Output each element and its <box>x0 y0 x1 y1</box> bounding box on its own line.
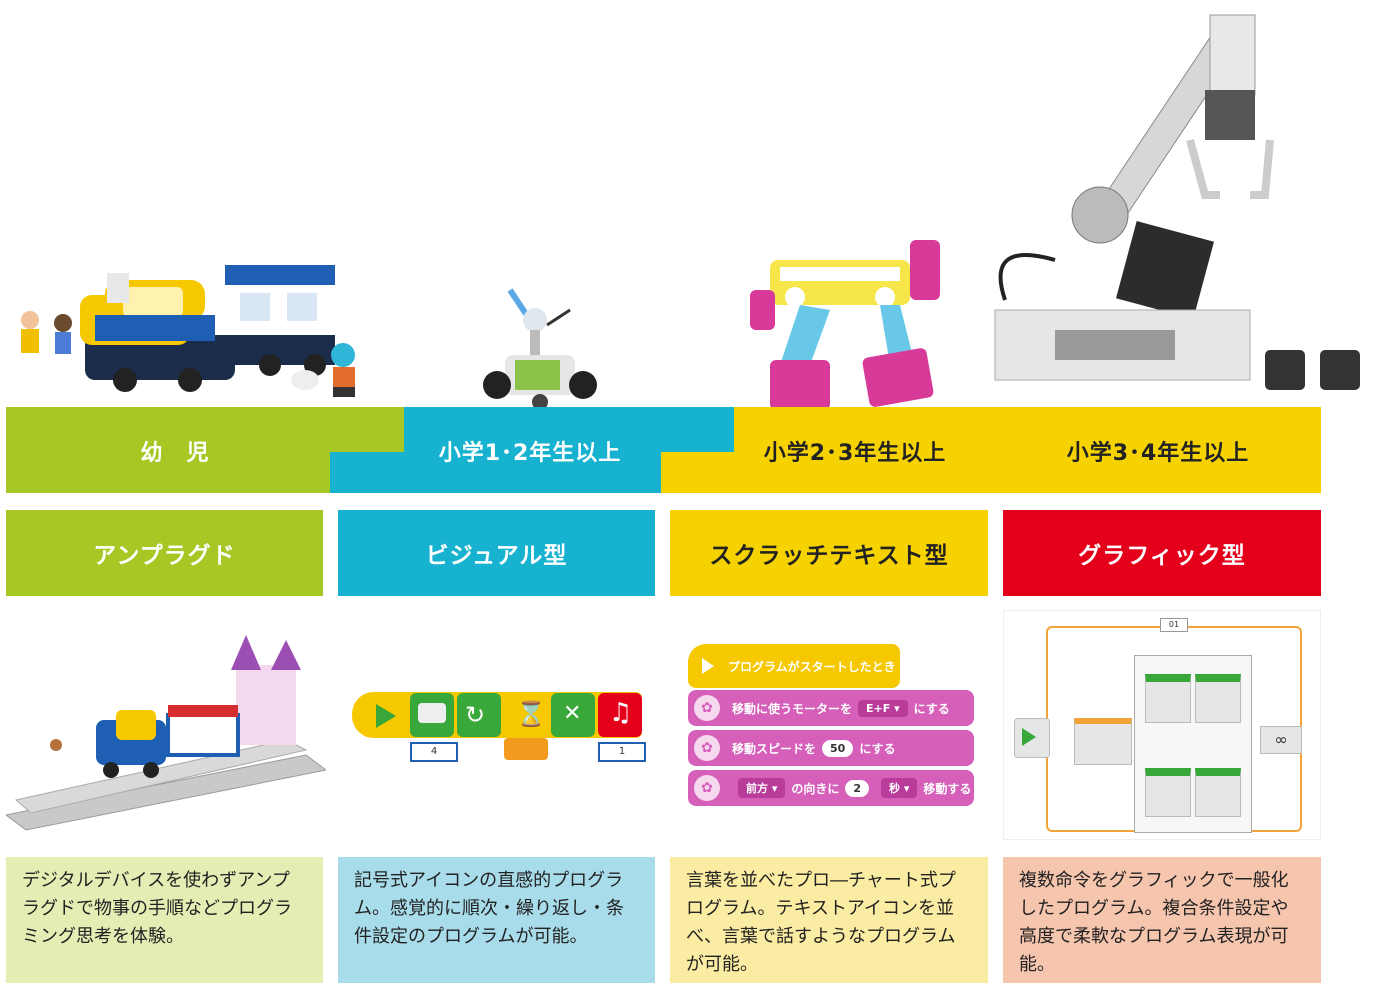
wedo-robot-illustration <box>483 288 597 410</box>
scratch-block-speed[interactable]: ✿ 移動スピードを 50 にする <box>688 730 974 766</box>
spike-robot-illustration <box>750 240 940 410</box>
motor-block-bottom-a <box>1145 768 1191 817</box>
block-text: 移動スピードを <box>732 741 817 756</box>
start-block-label: プログラムがスタートしたとき <box>728 659 896 674</box>
motor-icon <box>418 703 446 723</box>
motor-icon: ✿ <box>694 775 720 801</box>
motor-power-input[interactable]: 4 <box>410 742 458 762</box>
level-label-grade2-3: 小学2･3年生以上 <box>763 441 947 466</box>
type-graphic: グラフィック型 <box>1003 510 1321 596</box>
motor-direction-block <box>457 693 501 737</box>
sound-block <box>598 693 642 737</box>
speed-input[interactable]: 50 <box>822 739 854 757</box>
block-text: 移動に使うモーターを <box>732 701 853 716</box>
motor-block-bottom-b <box>1195 768 1241 817</box>
level-label-grade1-2: 小学1･2年生以上 <box>438 441 622 466</box>
motor-block-top-a <box>1145 674 1191 723</box>
level-step-grade2-3 <box>734 407 1321 493</box>
sensor-input[interactable] <box>504 738 548 760</box>
unit-dropdown[interactable]: 秒 ▾ <box>881 778 918 798</box>
wait-block <box>504 693 548 737</box>
rotate-icon: ↻ <box>465 701 486 729</box>
description-graphic: 複数命令をグラフィックで一般化したプログラム。複合条件設定や高度で柔軟なプログラ… <box>1003 857 1321 983</box>
play-icon <box>702 658 714 674</box>
scratch-block-motor-select[interactable]: ✿ 移動に使うモーターを E+F ▾ にする <box>688 690 974 726</box>
direction-dropdown[interactable]: 前方 ▾ <box>738 778 786 798</box>
play-icon <box>1022 728 1036 746</box>
music-note-icon: ♫ <box>609 698 633 728</box>
duplo-train-illustration <box>21 265 335 392</box>
loop-end-block: ∞ <box>1260 726 1302 754</box>
motor-port-dropdown[interactable]: E+F ▾ <box>858 699 908 717</box>
sound-number-input[interactable]: 1 <box>598 742 646 762</box>
block-text: 移動する <box>923 781 972 796</box>
motor-icon: ✿ <box>694 695 720 721</box>
type-visual: ビジュアル型 <box>338 510 655 596</box>
scratch-block-move[interactable]: ✿ 前方 ▾ の向きに 2 秒 ▾ 移動する <box>688 770 974 806</box>
description-visual: 記号式アイコンの直感的プログラム。感覚的に順次・繰り返し・条件設定のプログラムが… <box>338 857 655 983</box>
graphic-sensor-block <box>1074 718 1132 765</box>
play-icon <box>376 704 396 728</box>
level-label-preschool: 幼 児 <box>140 441 210 466</box>
motor-stop-block <box>551 693 595 737</box>
hourglass-icon: ⌛ <box>516 700 546 728</box>
motor-block-top-b <box>1195 674 1241 723</box>
block-text: にする <box>913 701 950 716</box>
duplo-train-set-illustration <box>6 635 326 831</box>
child-figure-illustration <box>291 343 355 397</box>
duration-input[interactable]: 2 <box>845 779 870 797</box>
type-unplugged: アンプラグド <box>6 510 323 596</box>
stop-icon: ✕ <box>563 701 582 726</box>
description-scratch-text: 言葉を並べたプロ―チャート式プログラム。テキストアイコンを並べ、言葉で話すような… <box>670 857 988 983</box>
type-scratch-text: スクラッチテキスト型 <box>670 510 988 596</box>
loop-icon: ∞ <box>1274 730 1288 749</box>
scratch-start-hat: プログラムがスタートしたとき <box>688 644 900 688</box>
level-step-grade1-2-lower <box>330 452 404 493</box>
level-label-grade3-4: 小学3･4年生以上 <box>1066 441 1250 466</box>
block-text: の向きに <box>791 781 840 796</box>
loop-counter-label: 01 <box>1160 618 1188 632</box>
motor-icon: ✿ <box>694 735 720 761</box>
block-text: にする <box>859 741 896 756</box>
level-step-grade2-3-lower <box>661 452 734 493</box>
description-unplugged: デジタルデバイスを使わずアンプラグドで物事の手順などプログラミング思考を体験。 <box>6 857 323 983</box>
ev3-robot-arm-illustration <box>994 14 1360 390</box>
